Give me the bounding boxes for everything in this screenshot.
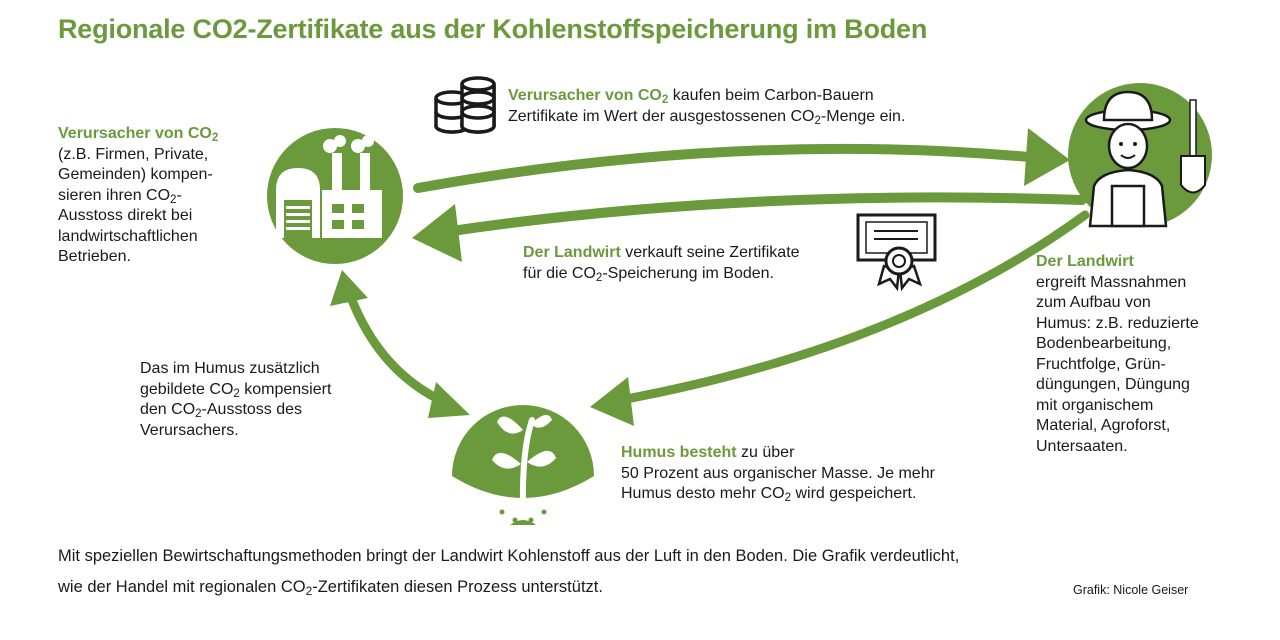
buy-text: Verursacher von CO2 kaufen beim Carbon-B…: [508, 87, 906, 127]
arrow-head-down: [428, 382, 470, 418]
arrow-head-farmer: [1024, 128, 1070, 186]
emitter-line: (z.B. Firmen, Private,: [58, 145, 209, 163]
arrow-emitter-humus: [347, 295, 445, 405]
coins-icon: [434, 76, 496, 134]
sell-text: Der Landwirt verkauft seine Zertifikate …: [523, 244, 800, 284]
emitter-heading: Verursacher von CO2: [58, 125, 219, 144]
emitter-line: sieren ihren CO2-: [58, 186, 182, 206]
arrow-farmer-to-humus: [605, 210, 1090, 407]
emitter-line: Betrieben.: [58, 248, 131, 265]
certificate-icon: [856, 213, 937, 292]
footer-line-2: wie der Handel mit regionalen CO2-Zertif…: [58, 578, 603, 598]
farmer-text: Der Landwirt ergreift Massnahmen zum Auf…: [1036, 253, 1199, 455]
emitter-line: Ausstoss direkt bei: [58, 207, 193, 224]
emitter-text: Verursacher von CO2 (z.B. Firmen, Privat…: [58, 124, 218, 268]
farmer-icon: [1068, 83, 1212, 228]
arrow-head-emitter: [412, 204, 462, 262]
emitter-line: Gemeinden) kompen-: [58, 166, 213, 183]
farmer-heading: Der Landwirt: [1036, 253, 1134, 270]
compensation-text: Das im Humus zusätzlich gebildete CO2 ko…: [140, 360, 332, 439]
humus-text: Humus besteht zu über 50 Prozent aus org…: [621, 444, 935, 504]
credit: Grafik: Nicole Geiser: [1073, 583, 1189, 597]
emitter-line: landwirtschaftlichen: [58, 227, 198, 245]
arrow-head-up: [330, 270, 368, 306]
page-title: Regionale CO2-Zertifikate aus der Kohlen…: [58, 14, 928, 44]
footer-line-1: Mit speziellen Bewirtschaftungsmethoden …: [58, 547, 960, 565]
arrow-emitter-to-farmer: [413, 143, 1045, 193]
arrow-head-humus: [590, 377, 634, 426]
factory-icon: [267, 128, 403, 264]
arrow-farmer-to-emitter: [440, 192, 1087, 237]
plant-icon: [452, 404, 594, 525]
